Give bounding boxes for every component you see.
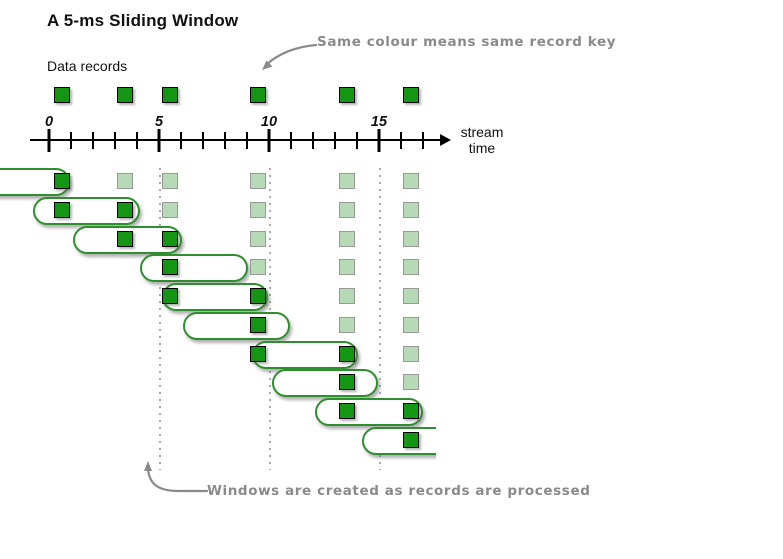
window-record-square xyxy=(116,231,133,247)
top-annotation-arrow-icon xyxy=(262,43,318,70)
axis-minor-tick xyxy=(290,132,292,149)
faded-record-square xyxy=(402,231,419,247)
axis-minor-tick xyxy=(92,132,94,149)
sliding-window xyxy=(140,254,248,282)
faded-record-square xyxy=(338,202,355,218)
faded-record-square xyxy=(402,259,419,275)
window-record-square xyxy=(161,231,178,247)
window-record-square xyxy=(402,403,419,419)
window-record-square xyxy=(161,259,178,275)
axis-caption-line2: time xyxy=(468,140,496,156)
sliding-window-clipped xyxy=(362,425,436,460)
window-record-square xyxy=(249,346,266,362)
axis-label-0: 0 xyxy=(44,114,54,130)
faded-record-square xyxy=(402,173,419,189)
sliding-window xyxy=(183,312,290,340)
faded-record-square xyxy=(338,231,355,247)
axis-minor-tick xyxy=(312,132,314,149)
sliding-window xyxy=(315,398,423,426)
data-records-label: Data records xyxy=(47,58,128,74)
axis-minor-tick xyxy=(70,132,72,149)
window-record-square xyxy=(53,173,70,189)
window-record-square xyxy=(338,403,355,419)
axis-minor-tick xyxy=(422,132,424,149)
page-title: A 5-ms Sliding Window xyxy=(47,11,239,30)
axis-minor-tick xyxy=(356,132,358,149)
axis-minor-tick xyxy=(246,132,248,149)
faded-record-square xyxy=(161,202,178,218)
axis-major-tick xyxy=(267,129,271,152)
axis-line xyxy=(30,139,440,141)
dotted-guide-line xyxy=(379,168,381,470)
faded-record-square xyxy=(249,173,266,189)
data-record-square xyxy=(161,87,178,103)
bottom-annotation-arrow-icon xyxy=(144,461,209,493)
window-record-square xyxy=(338,346,355,362)
faded-record-square xyxy=(338,317,355,333)
data-record-square xyxy=(249,87,266,103)
axis-minor-tick xyxy=(334,132,336,149)
faded-record-square xyxy=(338,259,355,275)
faded-record-square xyxy=(402,374,419,390)
faded-record-square xyxy=(338,173,355,189)
faded-record-square xyxy=(402,202,419,218)
data-record-square xyxy=(53,87,70,103)
faded-record-square xyxy=(161,173,178,189)
faded-record-square xyxy=(338,288,355,304)
axis-label-15: 15 xyxy=(370,114,388,130)
axis-minor-tick xyxy=(224,132,226,149)
data-record-square xyxy=(338,87,355,103)
axis-minor-tick xyxy=(202,132,204,149)
window-record-square xyxy=(338,374,355,390)
dotted-guide-line xyxy=(159,168,161,470)
faded-record-square xyxy=(116,173,133,189)
axis-minor-tick xyxy=(180,132,182,149)
axis-major-tick xyxy=(157,129,161,152)
window-record-square xyxy=(116,202,133,218)
sliding-window xyxy=(362,427,436,455)
sliding-window xyxy=(162,283,268,311)
faded-record-square xyxy=(402,288,419,304)
axis-label-5: 5 xyxy=(154,114,164,130)
axis-caption: stream time xyxy=(452,124,512,156)
window-record-square xyxy=(249,288,266,304)
bottom-annotation-text: Windows are created as records are proce… xyxy=(207,483,591,499)
faded-record-square xyxy=(402,346,419,362)
window-record-square xyxy=(402,432,419,448)
window-record-square xyxy=(161,288,178,304)
data-record-square xyxy=(116,87,133,103)
faded-record-square xyxy=(402,317,419,333)
axis-minor-tick xyxy=(136,132,138,149)
axis-major-tick xyxy=(377,129,381,152)
axis-caption-line1: stream xyxy=(460,124,504,140)
faded-record-square xyxy=(249,202,266,218)
top-annotation-text: Same colour means same record key xyxy=(317,34,617,50)
data-record-square xyxy=(402,87,419,103)
sliding-window xyxy=(272,369,378,397)
axis-minor-tick xyxy=(114,132,116,149)
axis-major-tick xyxy=(47,129,51,152)
faded-record-square xyxy=(249,259,266,275)
axis-label-10: 10 xyxy=(260,114,278,130)
axis-minor-tick xyxy=(400,132,402,149)
axis-arrowhead-icon xyxy=(440,134,451,146)
window-record-square xyxy=(53,202,70,218)
faded-record-square xyxy=(249,231,266,247)
window-record-square xyxy=(249,317,266,333)
